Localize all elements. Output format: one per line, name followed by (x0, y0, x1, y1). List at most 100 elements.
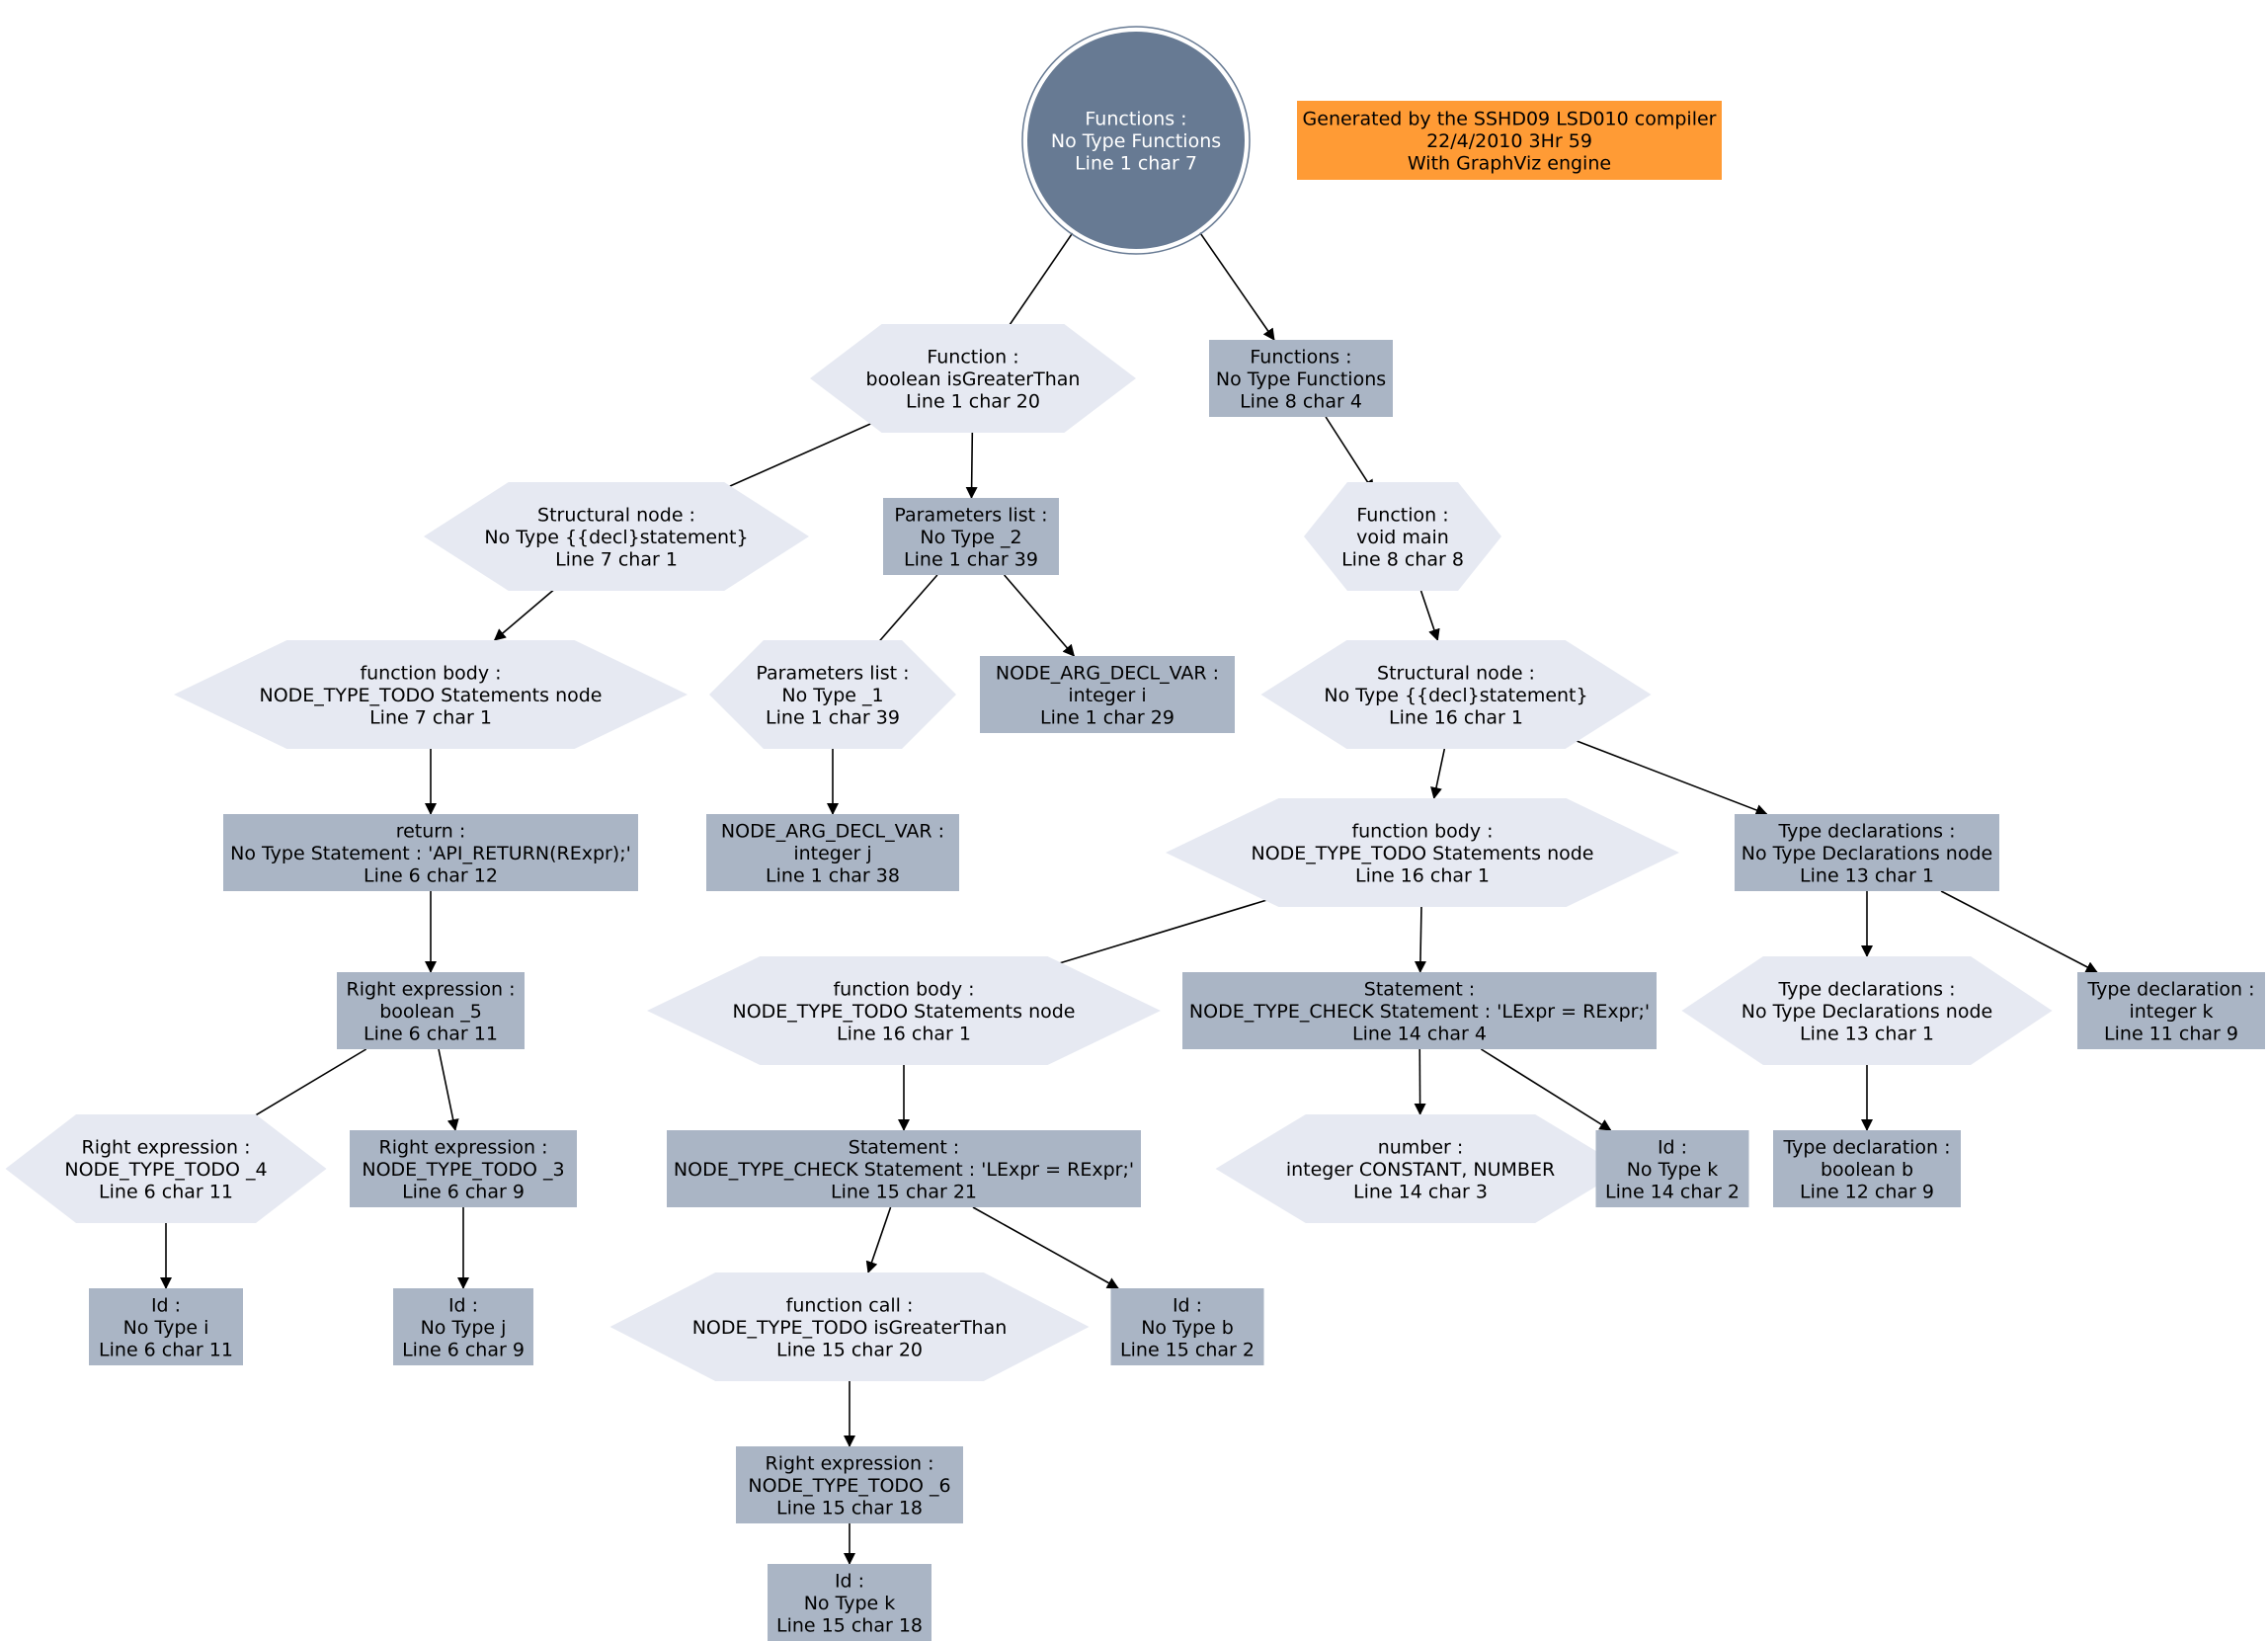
edge-plist1-to-plist2 (868, 574, 938, 654)
node-root-shape (1027, 32, 1245, 249)
node-idi-label-0: Id : (151, 1295, 181, 1317)
node-struct2-shape (1260, 640, 1652, 749)
node-idk15-label-1: No Type k (804, 1593, 896, 1614)
node-rexp4-label-1: NODE_TYPE_TODO _4 (64, 1159, 267, 1181)
edge-stmt14-to-idk14 (1480, 1048, 1612, 1131)
node-struct2: Structural node :No Type {{decl}statemen… (1260, 640, 1652, 749)
node-rexp4: Right expression :NODE_TYPE_TODO _4Line … (5, 1114, 327, 1223)
node-rexp4-label-0: Right expression : (82, 1137, 251, 1159)
edge-struct2-to-body2 (1430, 748, 1446, 799)
node-struct1: Structural node :No Type {{decl}statemen… (424, 482, 809, 591)
node-body2-label-0: function body : (1351, 821, 1493, 843)
node-stmt14-label-1: NODE_TYPE_CHECK Statement : 'LExpr = REx… (1189, 1001, 1650, 1023)
edge-struct1-to-body1 (493, 584, 560, 641)
node-idj-label-1: No Type j (421, 1317, 507, 1339)
node-body2-label-1: NODE_TYPE_TODO Statements node (1251, 843, 1593, 864)
node-rexp6-label-0: Right expression : (766, 1453, 934, 1475)
node-tdb-label-2: Line 12 char 9 (1800, 1182, 1934, 1203)
edge-fns2-to-fnmain (1325, 416, 1375, 492)
node-fcall-shape (609, 1272, 1090, 1381)
node-rexp6-shape (736, 1446, 963, 1523)
node-plist1-label-1: No Type _2 (920, 527, 1021, 548)
node-stmt15-label-1: NODE_TYPE_CHECK Statement : 'LExpr = REx… (674, 1159, 1134, 1181)
node-body1-label-1: NODE_TYPE_TODO Statements node (259, 685, 602, 706)
node-rexp5-label-1: boolean _5 (379, 1001, 482, 1023)
node-note-label-2: With GraphViz engine (1408, 153, 1611, 175)
node-fnmain-label-0: Function : (1356, 505, 1448, 527)
node-argj-label-0: NODE_ARG_DECL_VAR : (721, 821, 944, 843)
node-num-shape (1215, 1114, 1626, 1223)
node-idj-label-0: Id : (448, 1295, 478, 1317)
node-fn1-label-1: boolean isGreaterThan (866, 369, 1081, 390)
node-body2-shape (1166, 798, 1679, 907)
node-ret: return :No Type Statement : 'API_RETURN(… (223, 814, 638, 891)
node-idi-shape (89, 1288, 243, 1365)
node-idi-label-2: Line 6 char 11 (99, 1340, 233, 1361)
node-typedecls1: Type declarations :No Type Declarations … (1735, 814, 1999, 891)
node-struct1-shape (424, 482, 809, 591)
node-fns2-shape (1209, 340, 1393, 417)
node-idb-label-1: No Type b (1141, 1317, 1234, 1339)
node-typedecls1-shape (1735, 814, 1999, 891)
node-body1: function body :NODE_TYPE_TODO Statements… (174, 640, 688, 749)
node-tdk-label-0: Type declaration : (2086, 979, 2254, 1001)
node-rexp3-label-2: Line 6 char 9 (402, 1182, 525, 1203)
node-idk14-label-0: Id : (1658, 1137, 1687, 1159)
node-fnmain-label-2: Line 8 char 8 (1341, 549, 1464, 571)
node-argi-shape (980, 656, 1235, 733)
node-struct2-label-1: No Type {{decl}statement} (1324, 685, 1587, 706)
edges-layer (160, 232, 2098, 1565)
node-typedecls2-label-1: No Type Declarations node (1742, 1001, 1992, 1023)
node-stmt15-shape (667, 1130, 1141, 1207)
node-struct1-label-0: Structural node : (537, 505, 695, 527)
node-tdk-label-1: integer k (2129, 1001, 2213, 1023)
node-body3-label-1: NODE_TYPE_TODO Statements node (732, 1001, 1075, 1023)
node-stmt14-shape (1182, 972, 1657, 1049)
node-rexp6: Right expression :NODE_TYPE_TODO _6Line … (736, 1446, 963, 1523)
node-rexp3: Right expression :NODE_TYPE_TODO _3Line … (350, 1130, 577, 1207)
node-typedecls2-label-2: Line 13 char 1 (1800, 1024, 1934, 1045)
node-idk14-label-2: Line 14 char 2 (1605, 1182, 1740, 1203)
node-tdk-shape (2077, 972, 2265, 1049)
node-fnmain-label-1: void main (1356, 527, 1449, 548)
node-fn1-shape (810, 324, 1136, 433)
node-num-label-2: Line 14 char 3 (1353, 1182, 1488, 1203)
node-typedecls2-label-0: Type declarations : (1778, 979, 1956, 1001)
node-argj-shape (706, 814, 959, 891)
node-root-label-1: No Type Functions (1051, 130, 1221, 152)
node-note: Generated by the SSHD09 LSD010 compiler2… (1297, 101, 1722, 180)
node-ret-label-2: Line 6 char 12 (364, 865, 498, 887)
node-body3-shape (647, 956, 1161, 1065)
edge-stmt15-to-fcall (865, 1206, 892, 1273)
node-struct1-label-1: No Type {{decl}statement} (484, 527, 748, 548)
node-plist1-label-2: Line 1 char 39 (904, 549, 1038, 571)
node-idk14-shape (1595, 1130, 1749, 1207)
node-stmt15-label-2: Line 15 char 21 (831, 1182, 977, 1203)
node-plist2-label-2: Line 1 char 39 (766, 707, 900, 729)
node-note-label-0: Generated by the SSHD09 LSD010 compiler (1303, 109, 1717, 130)
node-argj-label-2: Line 1 char 38 (766, 865, 900, 887)
node-idj-shape (393, 1288, 533, 1365)
node-idk15-shape (768, 1564, 932, 1641)
node-note-shape (1297, 101, 1722, 180)
node-rexp6-label-2: Line 15 char 18 (776, 1498, 923, 1519)
node-root-outer-ring (1021, 26, 1251, 255)
node-idb-shape (1110, 1288, 1264, 1365)
node-rexp5-label-0: Right expression : (347, 979, 516, 1001)
node-plist2-shape (709, 640, 956, 749)
node-plist1-shape (883, 498, 1059, 575)
node-tdb-shape (1773, 1130, 1961, 1207)
edge-root-to-fns2 (1199, 232, 1275, 341)
node-note-label-1: 22/4/2010 3Hr 59 (1426, 130, 1592, 152)
node-fn1-label-2: Line 1 char 20 (906, 391, 1040, 413)
node-root-label-0: Functions : (1085, 109, 1186, 130)
